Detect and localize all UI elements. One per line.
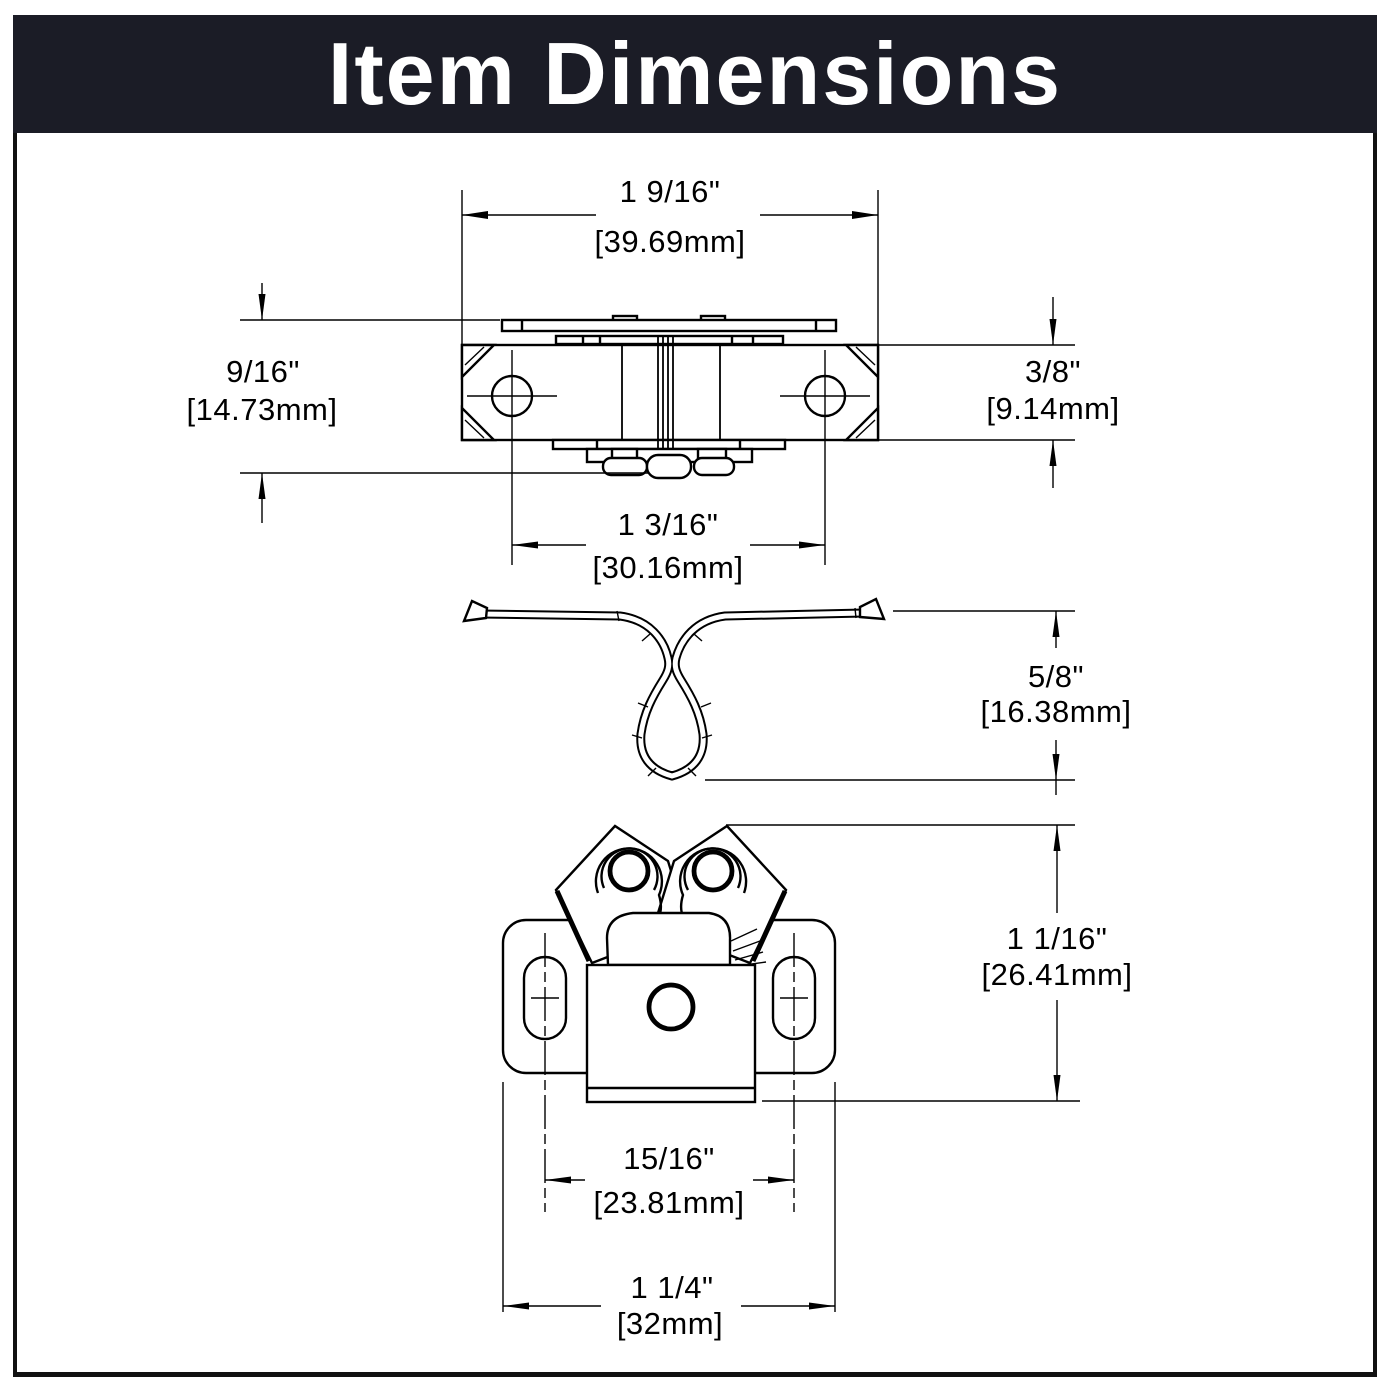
dim-clip-height-inches: 5/8": [1028, 659, 1084, 694]
dim-left-height-mm: [14.73mm]: [187, 392, 338, 427]
dim-top-width: 1 9/16" [39.69mm]: [461, 174, 879, 345]
drawing-frame: [13, 15, 1377, 1377]
dim-left-height: 9/16" [14.73mm]: [187, 283, 648, 523]
front-view-drawing: [501, 824, 837, 1212]
spring-clip-drawing: [462, 597, 886, 781]
dim-slot-spacing-mm: [23.81mm]: [594, 1185, 745, 1220]
dim-left-height-inches: 9/16": [226, 354, 300, 389]
side-view-drawing: [460, 314, 880, 565]
dim-slot-spacing-inches: 15/16": [623, 1141, 715, 1176]
dim-top-width-inches: 1 9/16": [620, 174, 721, 209]
dim-hole-spacing-inches: 1 3/16": [618, 507, 719, 542]
dim-clip-height-mm: [16.38mm]: [981, 694, 1132, 729]
clip-left-tip: [462, 599, 489, 623]
title-bar: Item Dimensions: [13, 15, 1377, 133]
dim-hole-spacing-mm: [30.16mm]: [593, 550, 744, 585]
dim-front-height-mm: [26.41mm]: [982, 957, 1133, 992]
clip-right-tip: [858, 597, 886, 621]
dim-hole-spacing: 1 3/16" [30.16mm]: [512, 507, 825, 585]
dim-top-width-mm: [39.69mm]: [595, 224, 746, 259]
dim-overall-width-inches: 1 1/4": [631, 1270, 714, 1305]
dim-clip-height: 5/8" [16.38mm]: [705, 610, 1132, 795]
page-title: Item Dimensions: [327, 24, 1063, 123]
dim-overall-width: 1 1/4" [32mm]: [502, 1082, 836, 1341]
dim-slot-spacing: 15/16" [23.81mm]: [545, 1141, 794, 1220]
dim-right-height: 3/8" [9.14mm]: [878, 297, 1119, 488]
dim-right-height-mm: [9.14mm]: [986, 391, 1119, 426]
dim-front-height-inches: 1 1/16": [1007, 921, 1108, 956]
dim-right-height-inches: 3/8": [1025, 354, 1081, 389]
dim-overall-width-mm: [32mm]: [617, 1306, 723, 1341]
dim-front-height: 1 1/16" [26.41mm]: [726, 824, 1133, 1102]
